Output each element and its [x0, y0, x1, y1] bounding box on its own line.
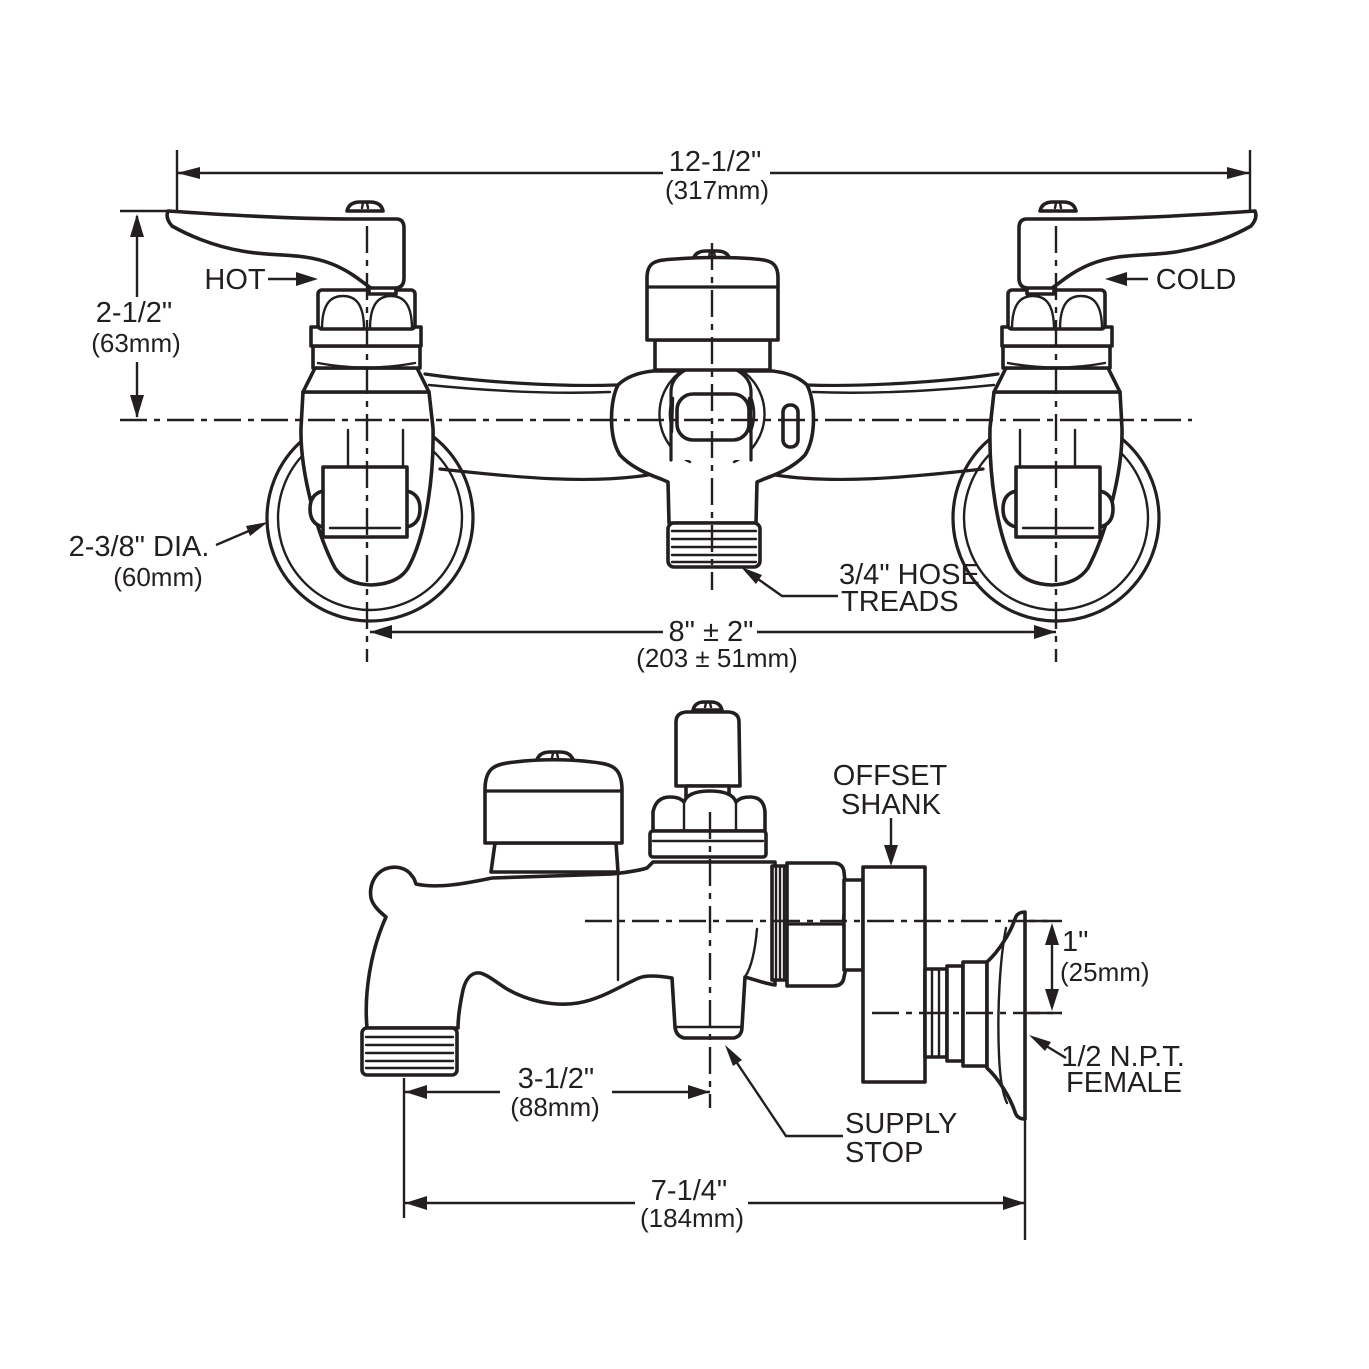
- dim-overall-depth-metric: (184mm): [640, 1203, 744, 1233]
- front-centerlines: [120, 226, 1192, 662]
- cold-handle-screw: [1038, 200, 1078, 213]
- front-view: 12-1/2" (317mm) HOT COLD 2-1/2" (63mm) 2…: [69, 146, 1258, 673]
- side-dimensions: [402, 818, 1067, 1240]
- supply-stop-screw: [691, 700, 724, 712]
- cold-dome-nuts: [1010, 294, 1104, 331]
- label-offset-shank-2: SHANK: [841, 789, 942, 821]
- supply-stop-cap: [674, 710, 742, 788]
- hot-handle-screw: [345, 200, 385, 213]
- dim-inlet-centers-metric: (203 ± 51mm): [636, 643, 798, 673]
- cold-bracket-slot: [1014, 465, 1102, 539]
- label-npt-1: 1/2 N.P.T.: [1061, 1041, 1185, 1073]
- dim-flange-diameter-metric: (60mm): [113, 562, 203, 592]
- dim-offset: 1": [1062, 926, 1088, 958]
- hot-dome-nuts: [320, 294, 414, 331]
- dim-flange-diameter: 2-3/8" DIA.: [69, 531, 210, 563]
- label-supply-stop-2: STOP: [845, 1137, 923, 1169]
- label-hose-threads-1: 3/4" HOSE: [839, 559, 980, 591]
- dim-spout-reach-metric: (88mm): [510, 1092, 600, 1122]
- front-labels: 12-1/2" (317mm) HOT COLD 2-1/2" (63mm) 2…: [69, 146, 1237, 673]
- front-dimensions: [120, 150, 1252, 639]
- rear-handle-cap: [483, 757, 624, 845]
- dim-overall-width: 12-1/2": [669, 146, 762, 178]
- side-labels: OFFSET SHANK 1" (25mm) 1/2 N.P.T. FEMALE…: [510, 760, 1185, 1233]
- offset-shank-body: [861, 865, 927, 1084]
- label-supply-stop-1: SUPPLY: [845, 1108, 957, 1140]
- side-shank-flange: [770, 861, 1027, 1121]
- side-rear-handle: [483, 750, 624, 874]
- label-hot: HOT: [204, 264, 266, 296]
- cold-valve-assembly: [988, 200, 1258, 587]
- wall-flange-side: [985, 910, 1027, 1121]
- hot-bracket-slot: [321, 465, 409, 539]
- hot-valve-assembly: [165, 200, 435, 587]
- spout-hose-threads: [666, 521, 762, 569]
- body-arms: [423, 372, 1000, 482]
- cold-bracket-ears: [1001, 489, 1115, 529]
- dim-handle-height-metric: (63mm): [91, 328, 181, 358]
- label-hose-threads-2: TREADS: [841, 586, 959, 618]
- dim-handle-height: 2-1/2": [96, 297, 172, 329]
- hot-lever-handle: [165, 209, 406, 290]
- dim-offset-metric: (25mm): [1060, 957, 1150, 987]
- side-supply-stop: [648, 700, 768, 859]
- dim-spout-reach: 3-1/2": [518, 1063, 594, 1095]
- hot-bracket-ears: [308, 489, 422, 529]
- shank-washer: [842, 878, 865, 972]
- label-npt-2: FEMALE: [1066, 1067, 1182, 1099]
- dim-overall-depth: 7-1/4": [651, 1175, 727, 1207]
- spout-ring-arcs: [658, 364, 766, 464]
- side-nozzle-threads: [360, 1026, 459, 1077]
- spout-side-tab: [781, 403, 800, 449]
- supply-stop-collar: [648, 829, 768, 859]
- label-offset-shank-1: OFFSET: [833, 760, 948, 792]
- dim-inlet-centers: 8" ± 2": [669, 616, 754, 648]
- side-view: OFFSET SHANK 1" (25mm) 1/2 N.P.T. FEMALE…: [360, 700, 1185, 1240]
- dim-overall-width-metric: (317mm): [665, 175, 769, 205]
- label-cold: COLD: [1156, 264, 1237, 296]
- side-body-spout: [364, 860, 777, 1040]
